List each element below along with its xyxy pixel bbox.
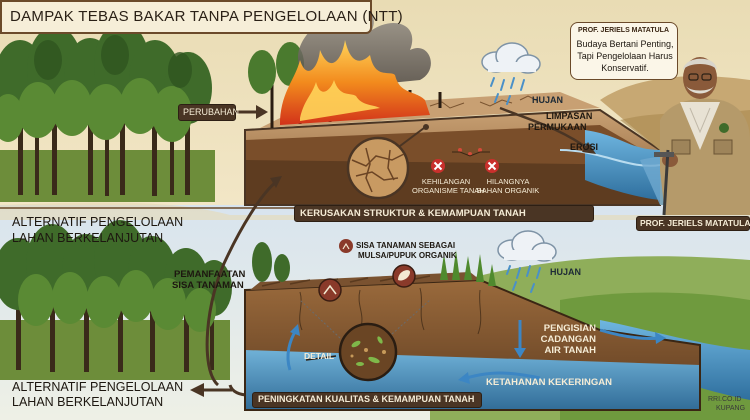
- bubble-name: PROF. JERIELS MATATULA: [578, 27, 669, 34]
- pengisian-label-3: AIR TANAH: [544, 345, 596, 356]
- detail-label: DETAIL: [304, 351, 335, 361]
- hilangnya-label-2: BAHAN ORGANIK: [476, 186, 540, 195]
- pengisian-label-2: CADANGAN: [540, 334, 596, 345]
- perubahan-label: PERUBAHAN: [183, 107, 240, 117]
- kerusakan-pill: [294, 205, 594, 222]
- title-bar: [0, 0, 372, 34]
- top-forest: [0, 22, 215, 202]
- limpasan-label-1: LIMPASAN: [546, 111, 593, 121]
- pengisian-label-1: PENGISIAN: [543, 323, 596, 334]
- cracked-soil-icon: [346, 124, 429, 200]
- pemanfaatan-label-2: SISA TANAMAN: [172, 280, 244, 291]
- rain-cloud-icon: [481, 42, 541, 105]
- erosi-label: EROSI: [570, 142, 599, 152]
- quote-line-1: Budaya Bertani Penting,: [576, 39, 674, 49]
- kehilangan-label-1: KEHILANGAN: [421, 177, 471, 186]
- alt-heading-line-1: ALTERNATIF PENGELOLAAN: [12, 215, 184, 229]
- ketahanan-label: KETAHANAN KEKERINGAN: [486, 377, 612, 388]
- bottom-forest: [0, 220, 232, 380]
- kehilangan-label-2: ORGANISME TANAH: [412, 186, 485, 195]
- quote-line-3: Konservatif.: [601, 63, 649, 73]
- hilangnya-label-1: HILANGNYA: [486, 177, 530, 186]
- quote-line-2: Tapi Pengelolaan Harus: [577, 51, 673, 61]
- rain-cloud-icon: [497, 230, 557, 293]
- source-line-1: RRI.CO.ID: [708, 396, 742, 403]
- expert-caption: PROF. JERIELS MATATULA: [640, 218, 750, 228]
- river-icon: [585, 130, 660, 200]
- peningkatan-pill: [252, 392, 482, 408]
- kerusakan-label: KERUSAKAN STRUKTUR & KEMAMPUAN TANAH: [300, 208, 526, 219]
- mulch-icon: [318, 278, 342, 302]
- person-icon: [654, 57, 750, 216]
- pemanfaatan-label-1: PEMANFAATAN: [174, 269, 246, 280]
- magnifier-icon: [299, 299, 431, 382]
- hujan-top-label: HUJAN: [532, 95, 564, 105]
- speech-bubble: [570, 22, 678, 80]
- alt-heading-line-2: LAHAN BERKELANJUTAN: [12, 231, 164, 245]
- sisa-label-2: MULSA/PUPUK ORGANIK: [358, 251, 457, 260]
- leaf-icon: [392, 264, 416, 288]
- page-title: DAMPAK TEBAS BAKAR TANPA PENGELOLAAN (NT…: [10, 8, 403, 25]
- source-line-2: KUPANG: [716, 405, 746, 412]
- peningkatan-label: PENINGKATAN KUALITAS & KEMAMPUAN TANAH: [258, 394, 475, 404]
- cross-mark-icon: [431, 159, 499, 173]
- limpasan-label-2: PERMUKAAN: [528, 122, 587, 132]
- alt-footer-line-1: ALTERNATIF PENGELOLAAN: [12, 380, 184, 394]
- alt-footer-line-2: LAHAN BERKELANJUTAN: [12, 395, 164, 409]
- sprout-icon: [339, 239, 353, 253]
- sisa-label-1: SISA TANAMAN SEBAGAI: [356, 241, 456, 250]
- perubahan-pill: [178, 104, 236, 121]
- hujan-bottom-label: HUJAN: [550, 267, 582, 277]
